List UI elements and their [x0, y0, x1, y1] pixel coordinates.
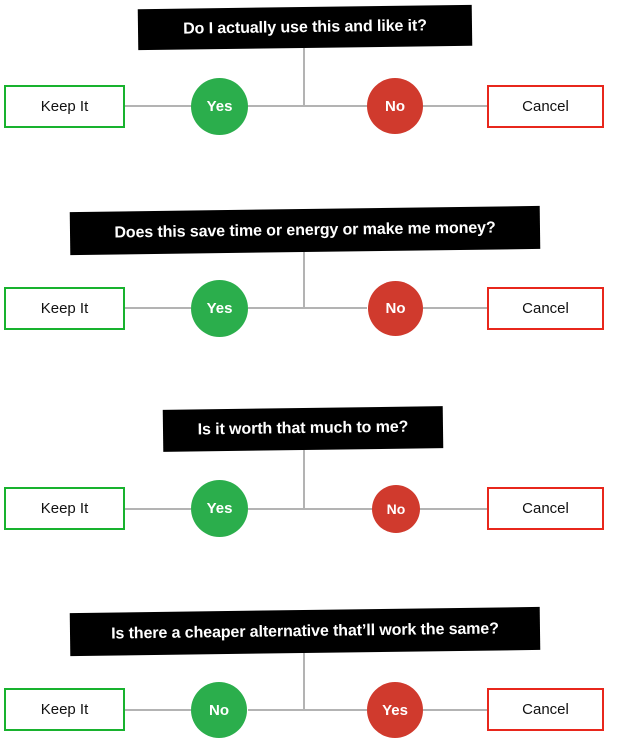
decision-row-4: Is there a cheaper alternative that’ll w…: [0, 601, 640, 750]
connector-mid-4: [248, 709, 367, 711]
answer-label: Yes: [206, 300, 233, 317]
stem-line-2: [303, 252, 305, 308]
question-text: Is it worth that much to me?: [197, 418, 409, 439]
connector-left-4: [125, 709, 191, 711]
keep-it-box-3[interactable]: Keep It: [4, 487, 125, 530]
stem-line-4: [303, 653, 305, 710]
connector-right-2: [423, 307, 488, 309]
connector-right-1: [422, 105, 488, 107]
keep-it-box-2[interactable]: Keep It: [4, 287, 125, 330]
answer-label: No: [386, 501, 406, 517]
cancel-label: Cancel: [522, 500, 569, 517]
question-banner-2: Does this save time or energy or make me…: [69, 205, 541, 256]
cancel-label: Cancel: [522, 98, 569, 115]
cancel-box-3[interactable]: Cancel: [487, 487, 604, 530]
answer-circle-no-3[interactable]: No: [372, 485, 420, 533]
answer-label: Yes: [206, 500, 233, 517]
answer-circle-no-2[interactable]: No: [368, 281, 423, 336]
keep-it-box-1[interactable]: Keep It: [4, 85, 125, 128]
connector-mid-1: [247, 105, 368, 107]
question-banner-1: Do I actually use this and like it?: [137, 4, 473, 51]
answer-circle-yes-2[interactable]: Yes: [191, 280, 248, 337]
question-banner-3: Is it worth that much to me?: [162, 406, 444, 452]
keep-it-label: Keep It: [40, 300, 89, 317]
answer-label: No: [385, 300, 406, 317]
answer-circle-yes-1[interactable]: Yes: [191, 78, 248, 135]
connector-left-1: [125, 105, 193, 107]
connector-left-3: [125, 508, 191, 510]
connector-right-3: [419, 508, 488, 510]
stem-line-1: [303, 48, 305, 106]
question-banner-4: Is there a cheaper alternative that’ll w…: [69, 606, 541, 657]
cancel-label: Cancel: [522, 300, 569, 317]
answer-label: Yes: [382, 701, 408, 719]
cancel-label: Cancel: [522, 701, 569, 718]
question-text: Does this save time or energy or make me…: [114, 219, 496, 241]
keep-it-label: Keep It: [40, 500, 89, 517]
cancel-box-2[interactable]: Cancel: [487, 287, 604, 330]
answer-circle-yes-4[interactable]: Yes: [367, 682, 423, 738]
answer-circle-no-4[interactable]: No: [191, 682, 247, 738]
connector-mid-2: [248, 307, 367, 309]
keep-it-label: Keep It: [40, 701, 89, 718]
answer-label: No: [385, 97, 405, 115]
decision-row-2: Does this save time or energy or make me…: [0, 200, 640, 390]
question-text: Is there a cheaper alternative that’ll w…: [111, 619, 499, 643]
decision-row-3: Is it worth that much to me? Keep It Yes…: [0, 401, 640, 591]
cancel-box-1[interactable]: Cancel: [487, 85, 604, 128]
keep-it-label: Keep It: [40, 98, 89, 115]
answer-label: Yes: [206, 98, 233, 115]
answer-label: No: [209, 701, 229, 719]
answer-circle-no-1[interactable]: No: [367, 78, 423, 134]
connector-mid-3: [248, 508, 373, 510]
stem-line-3: [303, 450, 305, 509]
keep-it-box-4[interactable]: Keep It: [4, 688, 125, 731]
cancel-box-4[interactable]: Cancel: [487, 688, 604, 731]
decision-row-1: Do I actually use this and like it? Keep…: [0, 0, 640, 190]
connector-right-4: [423, 709, 488, 711]
question-text: Do I actually use this and like it?: [183, 16, 427, 38]
answer-circle-yes-3[interactable]: Yes: [191, 480, 248, 537]
connector-left-2: [125, 307, 191, 309]
